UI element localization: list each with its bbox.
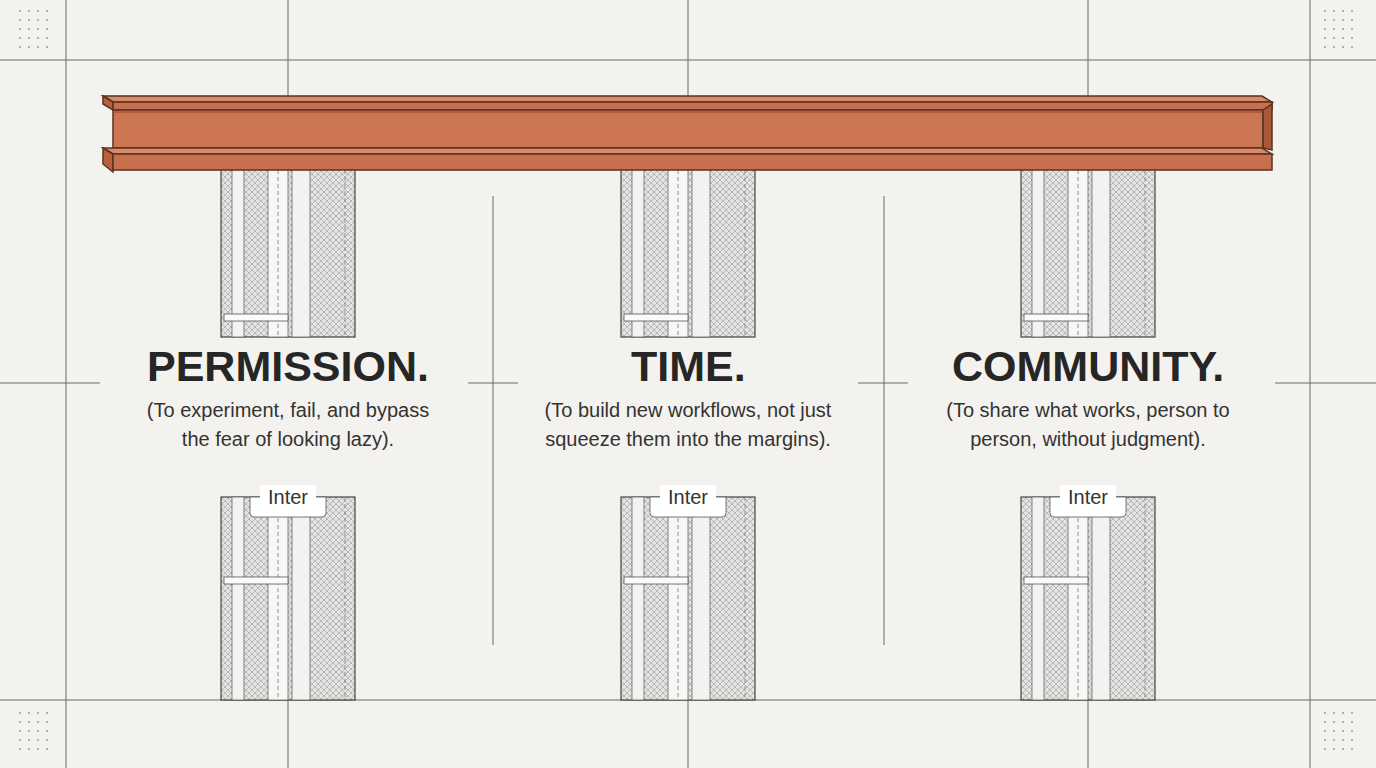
pillar-heading: COMMUNITY. [948, 342, 1228, 390]
tab-label: Inter [1060, 485, 1116, 509]
column-segment [221, 497, 355, 700]
pillar-description: (To build new workflows, not just squeez… [533, 396, 843, 453]
column-segment [221, 156, 355, 337]
tab-label: Inter [260, 485, 316, 509]
column-segment [621, 497, 755, 700]
column-segment [621, 156, 755, 337]
corner-dots [14, 10, 1358, 752]
column-segment [1021, 156, 1155, 337]
pillar-heading: PERMISSION. [143, 342, 433, 390]
column-segment [1021, 497, 1155, 700]
tab-label: Inter [660, 485, 716, 509]
pillar-description: (To share what works, person to person, … [933, 396, 1243, 453]
pillar-heading: TIME. [627, 342, 750, 390]
i-beam [103, 96, 1272, 172]
pillar-description: (To experiment, fail, and bypass the fea… [133, 396, 443, 453]
